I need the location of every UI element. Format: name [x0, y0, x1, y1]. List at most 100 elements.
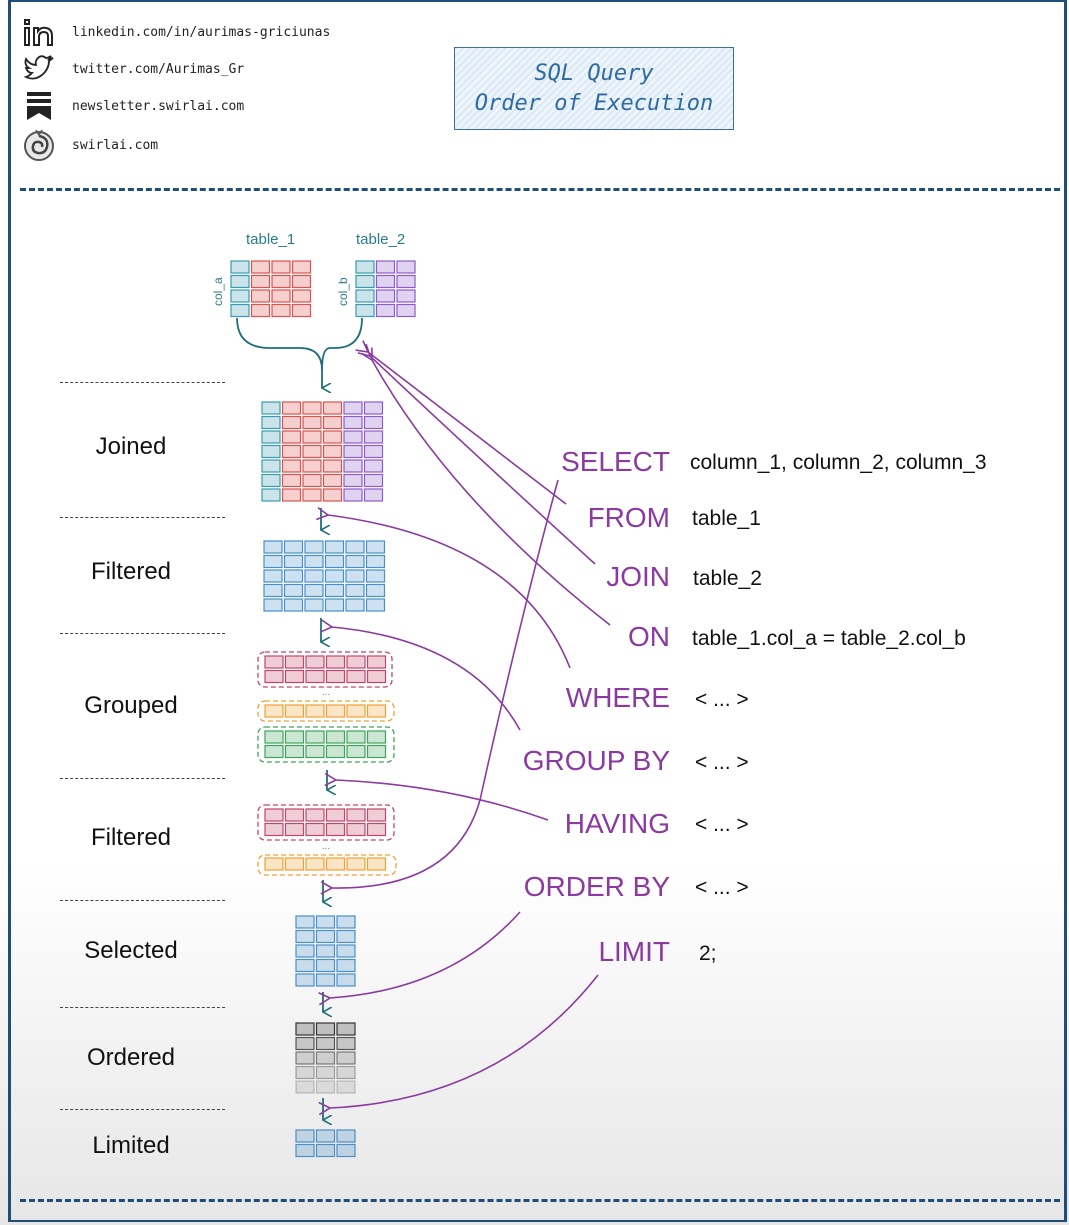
table-cell	[346, 808, 366, 822]
table-cell	[336, 915, 356, 929]
table-grid	[230, 260, 312, 318]
table-cell	[281, 473, 302, 488]
keyword-from: FROM	[587, 502, 670, 533]
join-arrow	[370, 356, 596, 565]
frame-border	[8, 0, 1067, 1222]
table-cell	[322, 459, 343, 473]
twitter-icon	[22, 52, 56, 86]
table-cell	[336, 1080, 356, 1094]
social-text: swirlai.com	[72, 137, 159, 153]
table-cell	[315, 1022, 336, 1036]
table-cell	[365, 569, 386, 583]
keyword-group-by: GROUP BY	[522, 745, 670, 776]
table-cell	[365, 540, 386, 554]
table-cell	[375, 274, 396, 289]
table-cell	[283, 554, 304, 569]
table-cell	[396, 274, 416, 289]
table-cell	[284, 808, 305, 822]
arg-from: table_1	[692, 507, 761, 530]
stage-label-selected: Selected	[84, 937, 178, 964]
table-cell	[295, 1065, 315, 1080]
table-cell	[366, 730, 387, 744]
table-cell	[315, 929, 336, 944]
table-cell	[283, 569, 304, 583]
stage-separator	[60, 1109, 225, 1110]
keyword-order-by: ORDER BY	[523, 871, 670, 902]
arg-where: < ... >	[695, 688, 749, 711]
table-grid	[261, 401, 384, 502]
newsletter-icon	[22, 89, 56, 123]
stage-separator	[60, 382, 225, 383]
table-cell	[375, 303, 396, 318]
table-cell	[366, 857, 387, 871]
table-cell	[363, 488, 384, 502]
table-cell	[322, 444, 343, 459]
table-cell	[302, 473, 322, 488]
table-cell	[346, 730, 366, 744]
arg-limit: 2;	[699, 942, 717, 965]
table-cell	[283, 583, 304, 598]
clause-arrows	[328, 352, 611, 1108]
table-cell	[315, 1051, 336, 1065]
table-cell	[250, 260, 271, 274]
table-cell	[263, 554, 283, 569]
table-cell	[295, 1022, 315, 1036]
table-cell	[295, 929, 315, 944]
bottom-divider	[20, 1199, 1060, 1202]
table-grid	[295, 1129, 356, 1158]
table-cell	[365, 583, 386, 598]
table-cell	[281, 430, 302, 444]
table-cell	[291, 303, 312, 318]
table-cell	[261, 430, 281, 444]
table-cell	[305, 655, 325, 669]
table-cell	[375, 260, 396, 274]
swirlai-logo-icon	[22, 128, 56, 162]
table-cell	[345, 554, 365, 569]
table-cell	[264, 669, 284, 684]
table-cell	[230, 289, 250, 303]
table-cell	[324, 569, 345, 583]
table-cell	[304, 583, 324, 598]
table-cell	[336, 1143, 356, 1158]
linkedin-icon	[22, 15, 56, 49]
table-cell	[230, 303, 250, 318]
table-cell	[304, 540, 324, 554]
table-cell	[363, 430, 384, 444]
table-cell	[284, 655, 305, 669]
table-cell	[264, 704, 284, 718]
table-cell	[315, 915, 336, 929]
table-cell	[295, 1143, 315, 1158]
table-cell	[271, 274, 291, 289]
social-twitter[interactable]: twitter.com/Aurimas_Gr	[22, 52, 244, 86]
table-cell	[284, 744, 305, 759]
group-box	[257, 804, 395, 841]
select-arrow	[332, 479, 559, 888]
from-arrow	[368, 352, 567, 505]
table-cell	[304, 569, 324, 583]
table-cell	[355, 303, 375, 318]
table-cell	[346, 669, 366, 684]
table-cell	[261, 401, 281, 415]
stage-label-ordered: Ordered	[86, 1044, 176, 1071]
table-cell	[304, 598, 324, 612]
social-swirlai[interactable]: swirlai.com	[22, 128, 158, 162]
table-cell	[336, 1036, 356, 1051]
social-newsletter[interactable]: newsletter.swirlai.com	[22, 89, 244, 123]
table-cell	[305, 730, 325, 744]
table-cell	[230, 274, 250, 289]
table-cell	[363, 473, 384, 488]
table-cell	[343, 459, 363, 473]
table-cell	[263, 583, 283, 598]
table-cell	[315, 958, 336, 973]
table-cell	[343, 401, 363, 415]
table-cell	[325, 822, 346, 837]
social-linkedin[interactable]: linkedin.com/in/aurimas-griciunas	[22, 15, 330, 49]
table-cell	[305, 704, 325, 718]
stage-separator	[60, 778, 225, 779]
table-cell	[322, 415, 343, 430]
table-cell	[261, 488, 281, 502]
top-divider	[20, 188, 1060, 191]
table-cell	[261, 415, 281, 430]
table-cell	[295, 1051, 315, 1065]
group-box	[257, 700, 395, 722]
